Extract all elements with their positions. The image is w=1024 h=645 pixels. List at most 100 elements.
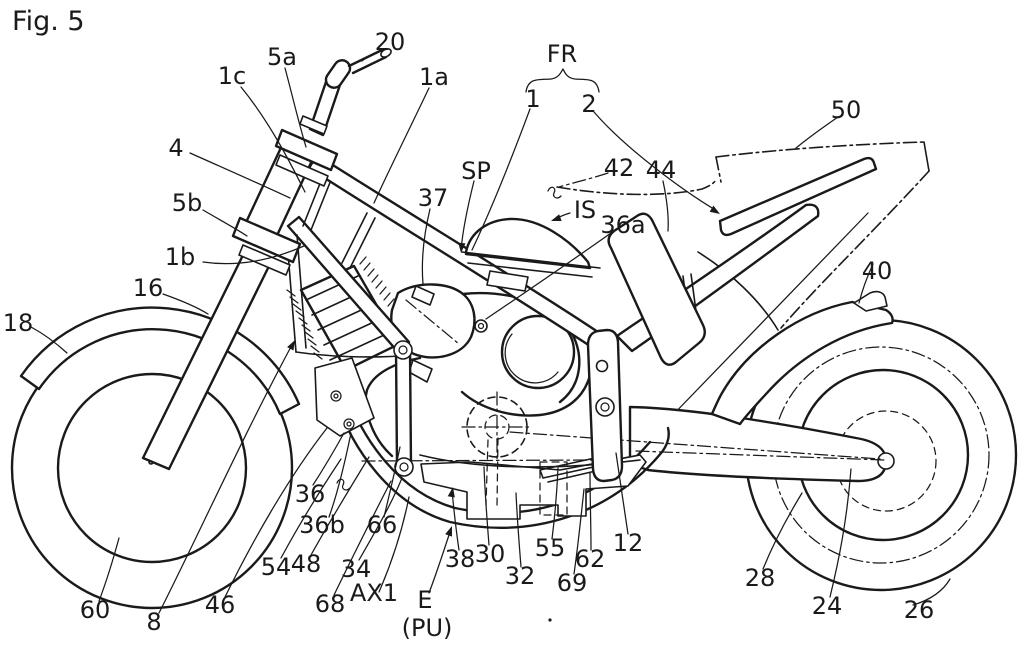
ref-label-5b: 5b	[172, 189, 203, 217]
leader-50	[795, 116, 839, 149]
leader-1c	[240, 86, 306, 193]
downtube	[286, 215, 411, 354]
ref-label-2: 2	[581, 90, 596, 118]
ref-label-32: 32	[505, 562, 536, 590]
engine-cover	[500, 314, 576, 390]
leader-38	[451, 490, 460, 551]
ref-label-30: 30	[475, 540, 506, 568]
leader-1	[471, 108, 531, 251]
ref-label-69: 69	[557, 569, 588, 597]
leader-54	[280, 458, 342, 559]
ref-label-50: 50	[831, 96, 862, 124]
leader-12	[615, 452, 629, 535]
leader-2	[593, 111, 718, 212]
ref-label-60: 60	[80, 596, 111, 624]
ref-label-40: 40	[862, 257, 893, 285]
front-frame	[286, 175, 414, 477]
leader-32	[515, 492, 522, 568]
ref-label-36a: 36a	[600, 211, 645, 239]
leader-lines	[30, 49, 951, 614]
front-fork	[141, 48, 392, 471]
leader-60	[98, 537, 120, 602]
ref-label-8: 8	[146, 608, 161, 636]
ref-label-1a: 1a	[419, 63, 449, 91]
ref-label-18: 18	[3, 309, 34, 337]
leader-24	[829, 468, 852, 598]
fr-brace	[525, 68, 600, 93]
lower-clamp-5b	[231, 216, 302, 264]
ref-label-55: 55	[535, 534, 566, 562]
leader-48	[310, 456, 370, 556]
leader-18	[30, 326, 68, 354]
radiator-comb-right	[359, 256, 395, 307]
ref-label-44: 44	[646, 156, 677, 184]
leader-20	[361, 49, 382, 62]
leader-34	[358, 477, 403, 561]
leader-62	[589, 472, 592, 551]
ref-label-1: 1	[525, 85, 540, 113]
footpeg-bracket	[408, 359, 433, 383]
ref-label-37: 37	[418, 184, 449, 212]
ref-label-68: 68	[315, 590, 346, 618]
ref-label-48: 48	[291, 550, 322, 578]
ref-label-1c: 1c	[218, 62, 246, 90]
ref-label-28: 28	[745, 564, 776, 592]
dome-latch	[486, 270, 529, 292]
leader-arrowheads	[287, 205, 720, 537]
ref-label-4: 4	[168, 134, 183, 162]
reference-labels: Fig. 5 20 5a 1c 1a 4 5b 1b 16 18 SP 37 F…	[3, 6, 935, 642]
ref-label-16: 16	[133, 274, 164, 302]
intake-dome	[461, 217, 601, 292]
leader-36	[312, 432, 345, 486]
leader-ax1	[378, 496, 410, 593]
leader-36a	[485, 232, 612, 320]
leader-1a	[373, 87, 430, 204]
leader-1b	[202, 245, 305, 265]
leader-42	[558, 172, 609, 188]
handlebar-grip	[324, 59, 352, 89]
rear-fender	[710, 290, 894, 426]
ref-label-1b: 1b	[165, 243, 196, 271]
front-fender	[19, 306, 301, 416]
ref-label-sp: SP	[461, 157, 491, 185]
leader-66	[383, 446, 401, 518]
leader-46	[224, 427, 328, 598]
ref-label-46: 46	[205, 591, 236, 619]
ref-label-36: 36	[295, 480, 326, 508]
swingarm	[628, 405, 895, 483]
tail-cowl-phantom	[556, 141, 930, 421]
leader-37	[421, 208, 431, 285]
leader-28	[762, 492, 803, 570]
ref-label-5a: 5a	[267, 43, 297, 71]
chain-line	[509, 431, 881, 460]
figure-title: Fig. 5	[12, 6, 85, 37]
leader-55	[551, 467, 559, 540]
seat-panel	[607, 212, 706, 366]
ref-label-62: 62	[575, 545, 606, 573]
leader-69	[573, 488, 585, 575]
seat-rail-beam	[718, 156, 878, 237]
radiator-bracket	[314, 357, 375, 437]
ref-label-38: 38	[445, 545, 476, 573]
leader-44	[662, 180, 669, 232]
ref-label-34: 34	[341, 555, 372, 583]
ref-label-12: 12	[613, 529, 644, 557]
ref-label-54: 54	[261, 553, 292, 581]
ref-label-66: 66	[367, 511, 398, 539]
ref-label-is: IS	[574, 196, 596, 224]
ref-label-20: 20	[375, 28, 406, 56]
fender-stay	[853, 290, 888, 312]
break-marks	[336, 186, 562, 622]
leader-16	[162, 293, 209, 315]
ref-label-fr: FR	[547, 40, 577, 68]
leader-5b	[202, 209, 248, 237]
lower-frame-belly	[333, 390, 670, 529]
link-bar	[394, 347, 413, 468]
leader-26	[912, 578, 951, 606]
leader-36b	[328, 432, 352, 518]
ref-label-e: E	[417, 586, 432, 614]
ref-label-42: 42	[604, 154, 635, 182]
leader-4	[189, 152, 291, 199]
